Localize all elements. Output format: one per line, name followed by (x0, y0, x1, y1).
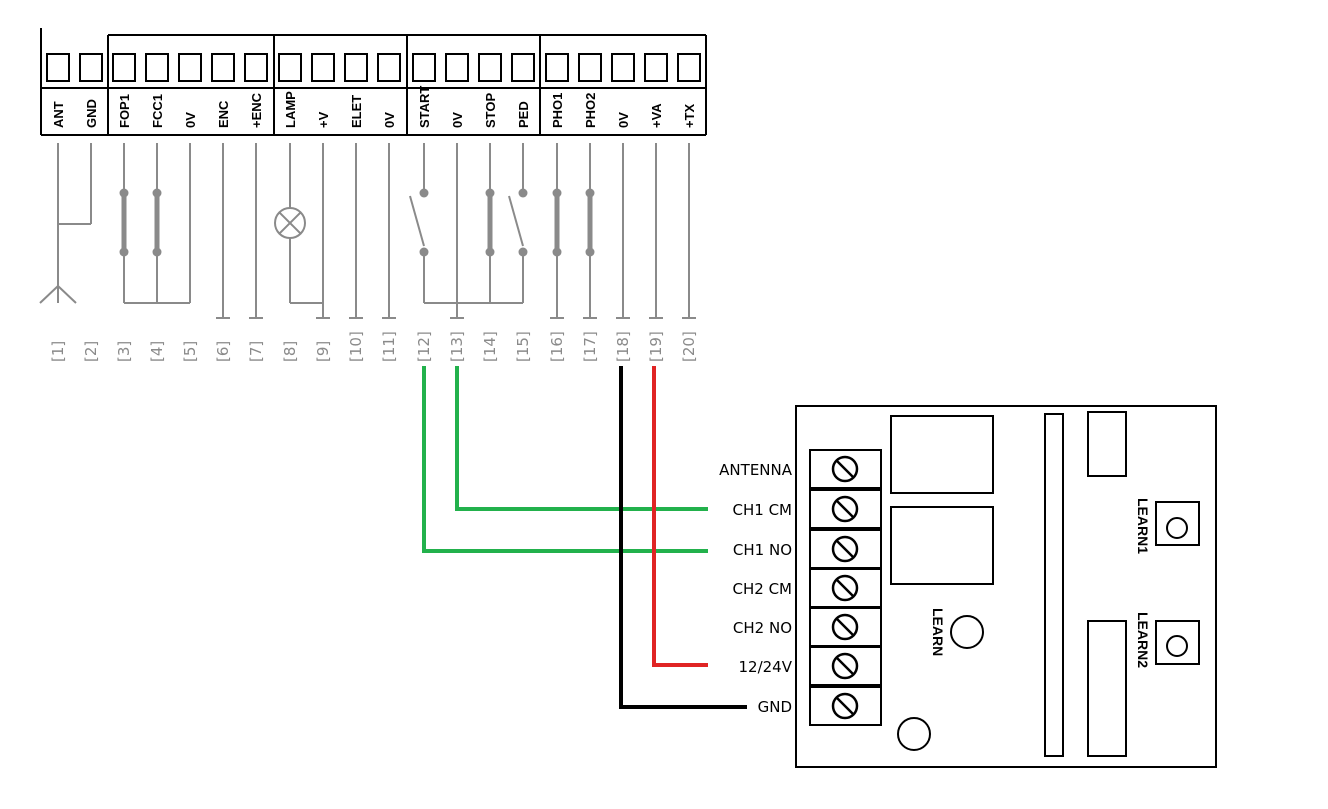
terminal-number: [8] (281, 341, 299, 362)
terminal-screw (511, 53, 535, 82)
terminal-labels: ANT GND FOP1 FCC1 0V ENC +ENC LAMP +V ELET 0V START… (51, 86, 697, 128)
receiver-terminal-label: CH2 NO (733, 619, 792, 637)
terminal-screw (344, 53, 368, 82)
terminal-label: 0V (616, 112, 631, 128)
terminal-block (40, 28, 707, 136)
terminal-label: 0V (450, 112, 465, 128)
terminal-label: +V (316, 111, 331, 128)
terminal-label: ENC (216, 100, 231, 128)
terminal-number: [1] (49, 341, 67, 362)
terminal-label: ANT (51, 101, 66, 128)
terminal-screw (79, 53, 103, 82)
terminal-number: [3] (115, 341, 133, 362)
terminal-number: [4] (148, 341, 166, 362)
terminal-number: [13] (448, 331, 466, 362)
terminal-number: [5] (181, 341, 199, 362)
terminal-number: [6] (214, 341, 232, 362)
terminal-screw (578, 53, 602, 82)
terminal-number: [20] (680, 331, 698, 362)
terminal-number: [11] (380, 331, 398, 362)
receiver-terminal (809, 529, 882, 569)
receiver-terminal-label: ANTENNA (719, 461, 793, 479)
wire-green-ch1-no (422, 366, 708, 553)
terminal-screw (478, 53, 502, 82)
learn2-label: LEARN2 (1135, 612, 1151, 668)
terminal-screws (46, 53, 701, 82)
contacts (119, 188, 595, 257)
terminal-screw (677, 53, 701, 82)
terminal-screw (178, 53, 202, 82)
terminal-screw (644, 53, 668, 82)
terminal-number: [12] (415, 331, 433, 362)
terminal-screw (311, 53, 335, 82)
terminal-screw (112, 53, 136, 82)
terminal-label: STOP (483, 93, 498, 128)
receiver-terminal (809, 686, 882, 726)
terminal-label: FCC1 (150, 94, 165, 128)
schematic-wiring (39, 143, 696, 319)
receiver-terminal-label: CH1 CM (733, 501, 792, 519)
terminal-label: PHO1 (550, 93, 565, 128)
terminal-label: +TX (682, 103, 697, 128)
lamp-icon (274, 207, 306, 239)
terminal-number: [2] (82, 341, 100, 362)
terminal-label: 0V (183, 112, 198, 128)
terminal-screw (145, 53, 169, 82)
receiver-terminal (809, 607, 882, 647)
terminal-screw (244, 53, 268, 82)
receiver-terminal-label: CH2 CM (733, 580, 792, 598)
terminal-label: PED (516, 101, 531, 128)
receiver-board (795, 405, 1217, 768)
terminal-label: PHO2 (583, 93, 598, 128)
terminal-number: [10] (347, 331, 365, 362)
terminal-label: 0V (382, 112, 397, 128)
terminal-screw (46, 53, 70, 82)
terminal-screw (412, 53, 436, 82)
receiver-terminal-label: 12/24V (739, 658, 793, 676)
terminal-number: [16] (548, 331, 566, 362)
receiver-terminal (809, 449, 882, 489)
receiver-terminal (809, 489, 882, 529)
terminal-label: FOP1 (117, 94, 132, 128)
terminal-screw (545, 53, 569, 82)
terminal-number: [9] (314, 341, 332, 362)
terminal-screw (377, 53, 401, 82)
terminal-number: [19] (647, 331, 665, 362)
terminal-label: START (417, 86, 432, 128)
receiver-terminal (809, 568, 882, 608)
receiver-terminal (809, 646, 882, 686)
terminal-number: [15] (514, 331, 532, 362)
terminal-label: ELET (349, 95, 364, 128)
terminal-number: [7] (247, 341, 265, 362)
terminal-number: [18] (614, 331, 632, 362)
terminal-label: +VA (649, 103, 664, 128)
terminal-screw (211, 53, 235, 82)
terminal-screw (278, 53, 302, 82)
terminal-label: +ENC (249, 92, 264, 128)
learn1-label: LEARN1 (1135, 498, 1151, 554)
learn-label: LEARN (930, 608, 946, 656)
wires (422, 366, 747, 709)
terminal-label: GND (84, 99, 99, 128)
receiver-terminal-label: GND (758, 698, 792, 716)
terminal-numbers: [1] [2] [3] [4] [5] [6] [7] [8] [9] [10] [11] [12] [… (49, 331, 698, 362)
wire-black-gnd (619, 366, 747, 709)
terminal-number: [17] (581, 331, 599, 362)
terminal-screw (611, 53, 635, 82)
terminal-number: [14] (481, 331, 499, 362)
receiver-terminal-strip (809, 449, 882, 726)
wire-green-ch1-cm (455, 366, 708, 511)
wire-red-12-24v (652, 366, 708, 667)
receiver-terminal-labels: ANTENNA CH1 CM CH1 NO CH2 CM CH2 NO 12/24V GND (719, 461, 793, 716)
receiver-terminal-label: CH1 NO (733, 541, 792, 559)
terminal-screw (445, 53, 469, 82)
terminal-label: LAMP (283, 91, 298, 128)
